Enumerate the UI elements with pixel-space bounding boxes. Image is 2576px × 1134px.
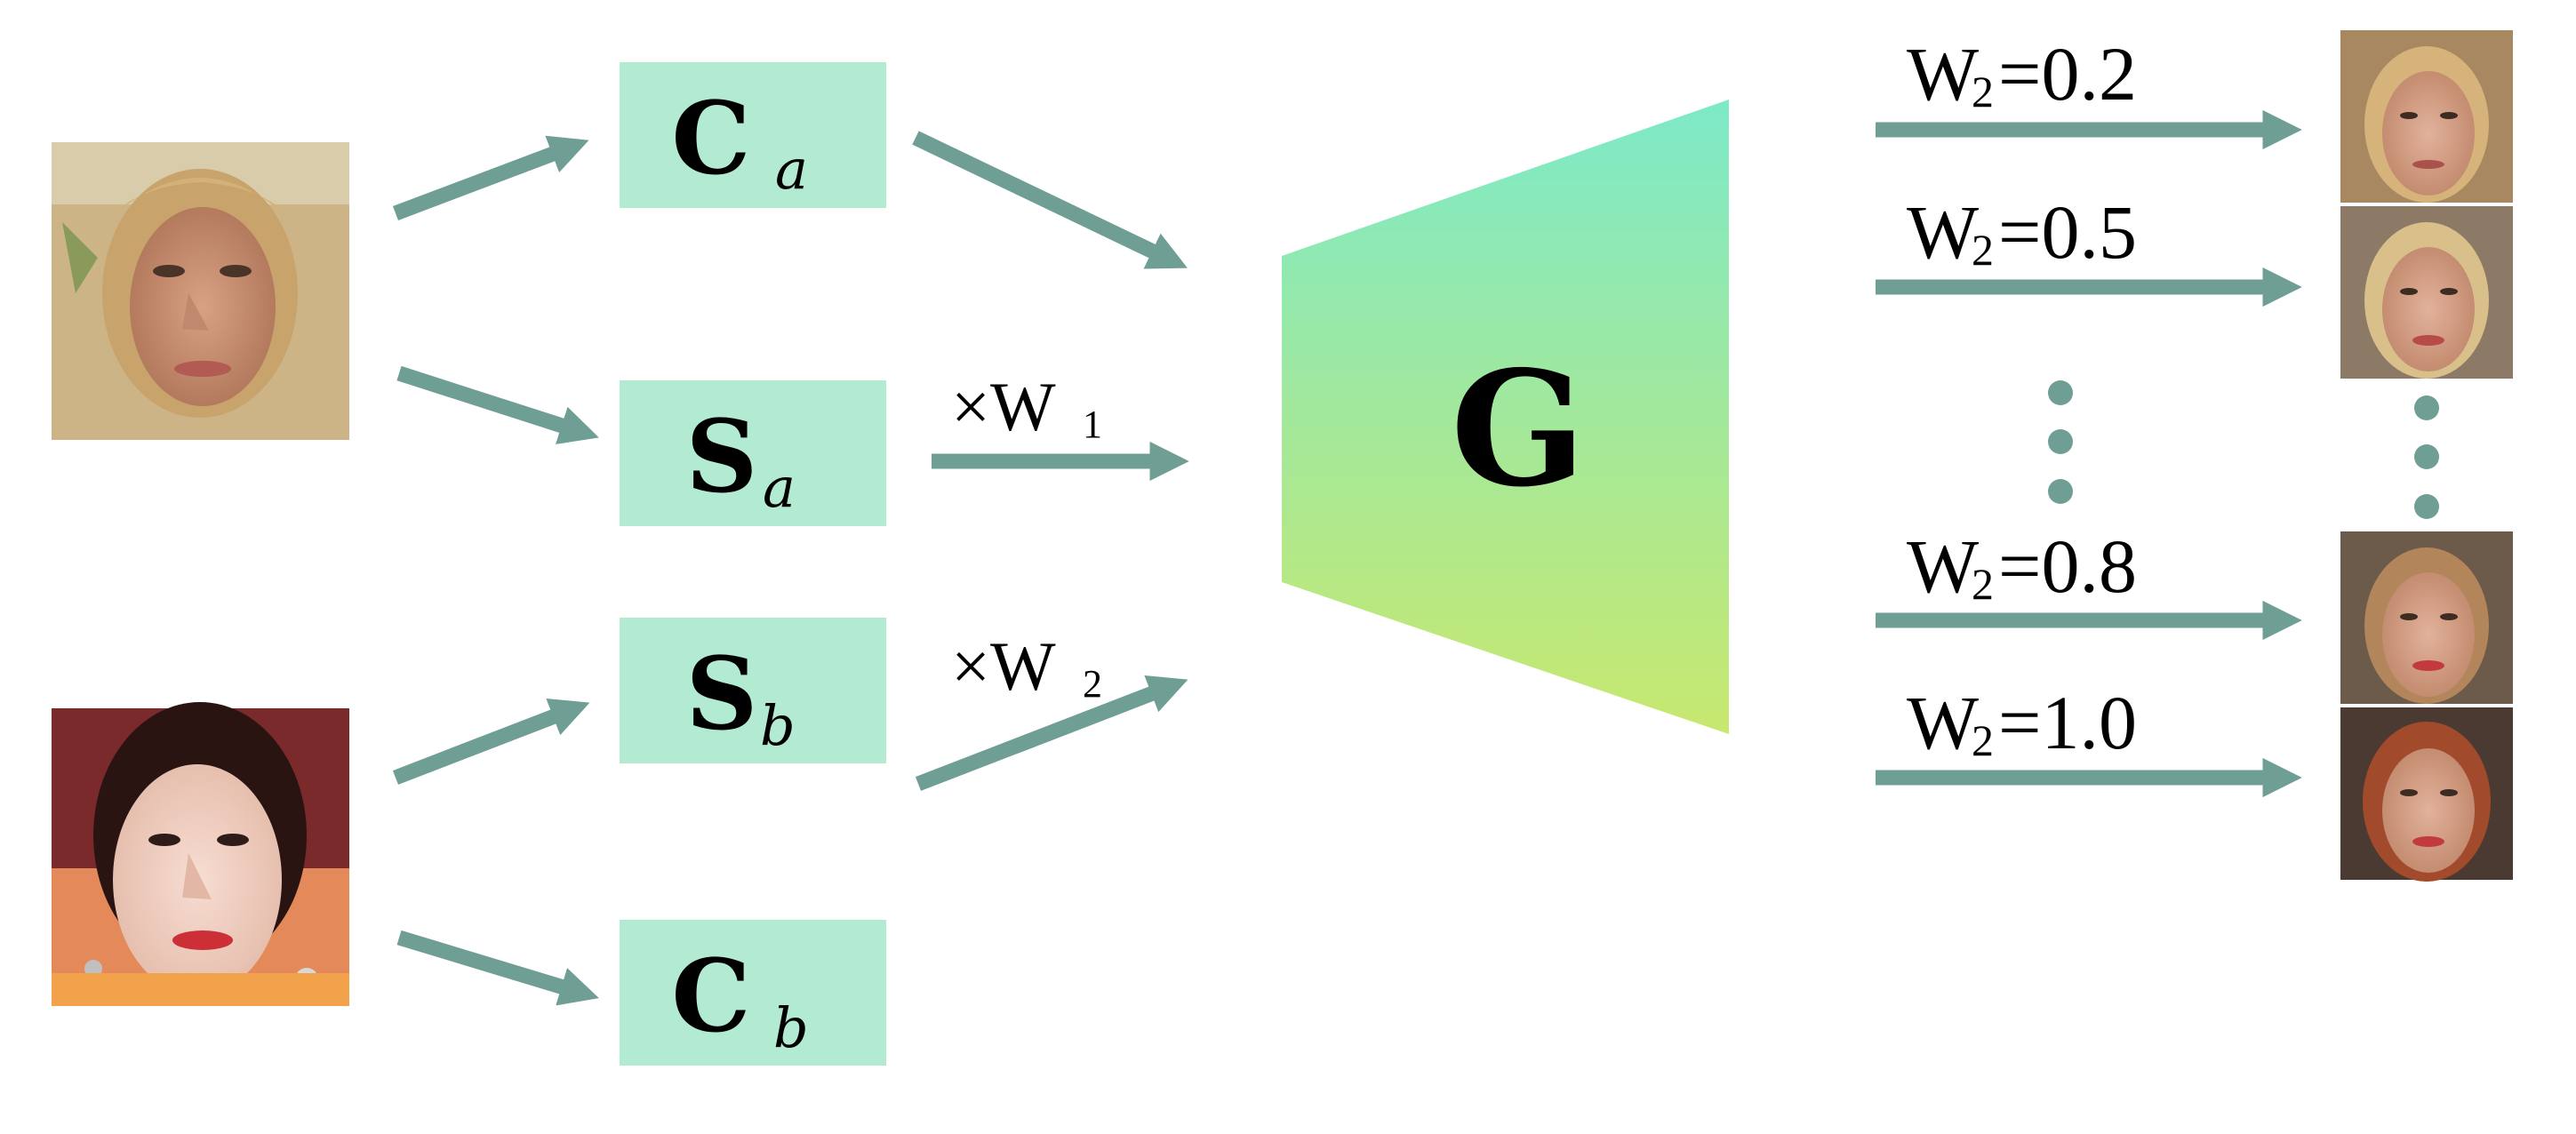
arrow-ca-to-g — [912, 131, 1188, 269]
weight-w1-prefix: ×W — [951, 368, 1056, 445]
generator-label: G — [1451, 336, 1586, 522]
output-label-3-sub: 2 — [1972, 559, 1994, 609]
box-cb-sub: b — [773, 995, 809, 1060]
output-label-1-value: =0.2 — [1998, 31, 2137, 116]
output-face-3-photo — [2340, 531, 2513, 704]
output-label-1-sub: 2 — [1972, 67, 1994, 116]
input-face-b-photo — [52, 702, 349, 1006]
output-label-1-prefix: W — [1907, 31, 1979, 116]
output-label-3: W 2 =0.8 — [1907, 523, 2137, 609]
box-ca: C a — [620, 62, 886, 208]
weight-w2-label: ×W 2 — [951, 627, 1102, 706]
output-label-2-sub: 2 — [1972, 225, 1994, 275]
output-arrows — [1876, 109, 2302, 798]
box-sb-letter: S — [686, 636, 758, 753]
output-face-2-photo — [2340, 206, 2513, 379]
output-label-1: W 2 =0.2 — [1907, 31, 2137, 116]
arrow-face-b-to-sb — [392, 698, 590, 785]
weight-w2-sub: 2 — [1083, 662, 1102, 706]
input-face-a-photo — [52, 142, 349, 440]
output-face-1-photo — [2340, 30, 2513, 203]
box-sb: S b — [620, 618, 886, 763]
box-sa-sub: a — [763, 455, 796, 520]
generator-arrows — [912, 131, 1189, 791]
output-label-4: W 2 =1.0 — [1907, 680, 2137, 765]
weight-w1-sub: 1 — [1083, 403, 1102, 446]
box-cb: C b — [620, 920, 886, 1066]
output-face-4-photo — [2340, 707, 2513, 882]
ellipsis-dots-right — [2414, 395, 2439, 519]
output-label-2-value: =0.5 — [1998, 189, 2137, 275]
box-sb-sub: b — [760, 693, 796, 758]
weight-w1-label: ×W 1 — [951, 368, 1102, 446]
box-sa-letter: S — [686, 399, 758, 515]
arrow-face-a-to-sa — [396, 365, 599, 444]
ellipsis-dots-left — [2048, 380, 2073, 504]
box-ca-sub: a — [775, 137, 808, 202]
arrow-face-b-to-cb — [396, 930, 599, 1006]
output-label-2: W 2 =0.5 — [1907, 189, 2137, 275]
input-arrows — [392, 135, 599, 1006]
output-label-4-value: =1.0 — [1998, 680, 2137, 765]
output-label-2-prefix: W — [1907, 189, 1979, 275]
output-label-3-prefix: W — [1907, 523, 1979, 609]
generator-block: G — [1282, 100, 1729, 734]
box-ca-letter: C — [671, 81, 750, 197]
output-label-3-value: =0.8 — [1998, 523, 2137, 609]
arrow-face-a-to-ca — [392, 135, 589, 220]
arrow-sb-to-g — [915, 675, 1188, 791]
output-label-4-prefix: W — [1907, 680, 1979, 765]
weight-w2-prefix: ×W — [951, 627, 1056, 705]
box-cb-letter: C — [671, 938, 750, 1055]
box-sa: S a — [620, 380, 886, 526]
output-label-4-sub: 2 — [1972, 715, 1994, 765]
